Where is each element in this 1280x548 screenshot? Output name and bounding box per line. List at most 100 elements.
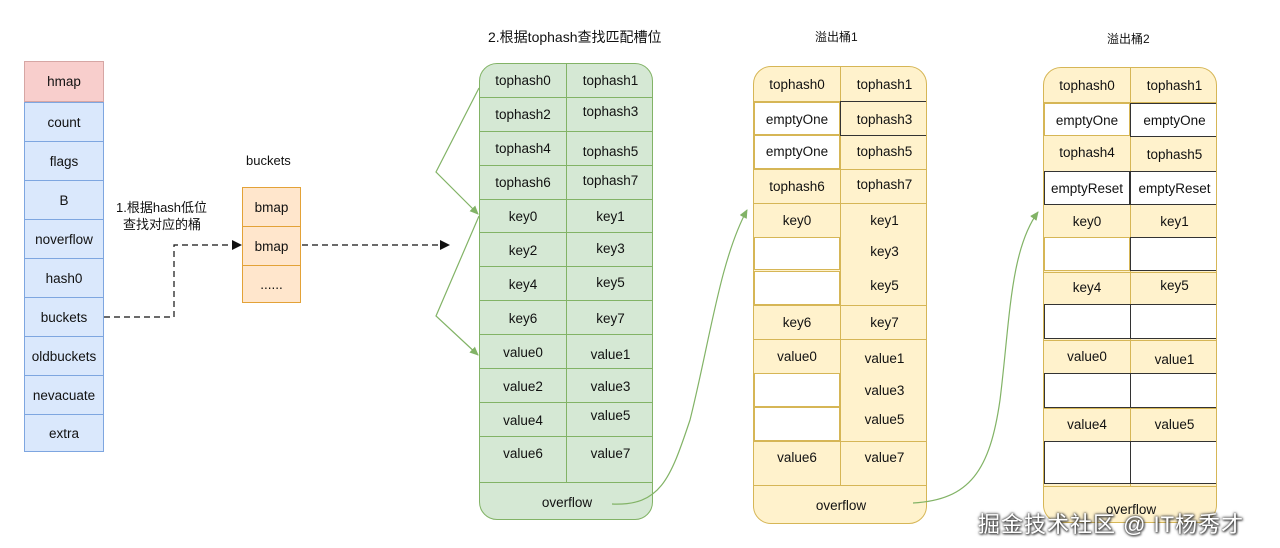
bucket-row-divider <box>480 165 652 166</box>
bucket-row-divider <box>480 436 652 437</box>
overflow2-row-divider <box>1044 102 1216 103</box>
overflow1-slot: tophash5 <box>856 144 913 159</box>
bucket-slot: value1 <box>590 347 631 362</box>
overflow2-row-divider <box>1044 340 1216 341</box>
overflow1-slot: key3 <box>870 244 899 259</box>
overflow1-slot: key0 <box>782 213 812 228</box>
overflow2-row-divider <box>1044 408 1216 409</box>
empty-slot <box>1130 304 1216 339</box>
overflow2-slot: value5 <box>1154 417 1195 432</box>
empty-slot <box>840 101 926 136</box>
empty-slot <box>1044 237 1130 271</box>
overflow1-row-divider <box>754 203 926 204</box>
overflow2-slot: key1 <box>1160 214 1189 229</box>
overflow1-slot: value1 <box>864 351 905 366</box>
overflow2-slot: value0 <box>1067 349 1107 364</box>
bucket-slot: tophash0 <box>495 73 551 88</box>
overflow1-slot: tophash3 <box>856 112 913 127</box>
overflow2-slot: emptyOne <box>1055 113 1119 128</box>
step1-label-line2: 查找对应的桶 <box>123 217 202 232</box>
bucket-row-divider <box>480 232 652 233</box>
bucket-slot: key3 <box>596 241 625 256</box>
empty-slot <box>754 237 840 270</box>
overflow1-title: 溢出桶1 <box>815 30 858 44</box>
empty-slot <box>1044 441 1131 484</box>
arrow-hmap-to-buckets <box>104 240 242 318</box>
overflow2-slot <box>1044 305 1130 338</box>
overflow2-slot: value1 <box>1154 352 1195 367</box>
overflow1-slot: value5 <box>864 412 905 427</box>
bucket-row-divider <box>480 368 652 369</box>
overflow2-slot: key5 <box>1160 278 1189 293</box>
bucket-slot: tophash7 <box>582 173 639 188</box>
hmap-field-extra: extra <box>24 414 104 452</box>
overflow1-slot: key1 <box>870 213 899 228</box>
bucket-slot: value2 <box>503 379 543 394</box>
overflow2-slot <box>1044 373 1130 406</box>
overflow1-row-divider <box>754 485 926 486</box>
overflow2-column-divider <box>1130 68 1131 486</box>
bucket-slot: value5 <box>590 408 631 423</box>
bucket-row-divider <box>480 334 652 335</box>
overflow1-slot: tophash6 <box>769 179 825 194</box>
overflow2-row-divider <box>1044 272 1216 273</box>
bucket-row-divider <box>480 402 652 403</box>
empty-slot <box>1130 171 1216 205</box>
empty-slot <box>754 102 840 135</box>
overflow1-slot: value0 <box>777 349 817 364</box>
bucket-row-divider <box>480 131 652 132</box>
overflow1-row-divider <box>754 305 926 306</box>
hmap-field-hmap: hmap <box>24 61 104 102</box>
empty-slot <box>1130 373 1216 408</box>
overflow1-row-divider <box>754 441 926 442</box>
hmap-field-b: B <box>24 180 104 220</box>
bucket-slot: key0 <box>508 209 538 224</box>
bucket-slot: tophash3 <box>582 104 639 119</box>
overflow2-slot <box>1131 305 1216 338</box>
arrow-key-to-value <box>435 215 480 356</box>
overflow1-slot: value7 <box>864 450 905 465</box>
empty-slot <box>1130 103 1216 137</box>
overflow2-slot: tophash1 <box>1146 78 1203 93</box>
hmap-field-hash0: hash0 <box>24 258 104 298</box>
overflow2-title: 溢出桶2 <box>1107 32 1150 46</box>
overflow2-slot: tophash0 <box>1059 78 1115 93</box>
overflow2-slot <box>1131 444 1216 477</box>
bucket-column-divider <box>566 64 567 482</box>
buckets-item-bmap-0: bmap <box>242 187 301 227</box>
overflow1-slot <box>754 407 840 440</box>
bucket-slot: value6 <box>503 446 543 461</box>
bucket-slot: value4 <box>503 413 543 428</box>
hmap-field-count: count <box>24 102 104 142</box>
hmap-field-nevacuate: nevacuate <box>24 375 104 415</box>
overflow1-slot: key6 <box>782 315 812 330</box>
arrow-tophash-to-key <box>435 87 480 215</box>
overflow2-slot <box>1044 444 1130 477</box>
bucket-slot: value7 <box>590 446 631 461</box>
overflow1-row-divider <box>754 339 926 340</box>
buckets-item-ellipsis: ...... <box>242 265 301 303</box>
overflow2-row-divider <box>1044 486 1216 487</box>
overflow1-slot: emptyOne <box>765 112 829 127</box>
bucket-slot: tophash5 <box>582 144 639 159</box>
empty-slot <box>754 407 840 441</box>
overflow1-column-divider <box>840 67 841 485</box>
bucket-overflow: overflow <box>541 494 593 510</box>
empty-slot <box>754 271 840 305</box>
overflow1-overflow: overflow <box>815 498 867 513</box>
overflow1-slot: emptyOne <box>765 144 829 159</box>
step2-label: 2.根据tophash查找匹配槽位 <box>488 29 662 45</box>
empty-slot <box>1044 103 1130 136</box>
hmap-field-oldbuckets: oldbuckets <box>24 336 104 376</box>
overflow-bucket-1: tophash0 tophash1 emptyOne tophash3 empt… <box>753 66 927 524</box>
overflow1-slot: value6 <box>777 450 817 465</box>
bucket-slot: tophash1 <box>582 73 639 88</box>
bucket-slot: key5 <box>596 275 625 290</box>
overflow2-slot <box>1044 238 1130 271</box>
bmap-bucket: tophash0 tophash1 tophash2 tophash3 toph… <box>479 63 653 520</box>
arrow-overflow-to-bucket2 <box>912 211 1039 504</box>
overflow2-slot: emptyReset <box>1050 181 1124 196</box>
overflow1-slot: tophash1 <box>856 77 913 92</box>
overflow1-slot: key7 <box>870 315 899 330</box>
empty-slot <box>1044 171 1130 205</box>
